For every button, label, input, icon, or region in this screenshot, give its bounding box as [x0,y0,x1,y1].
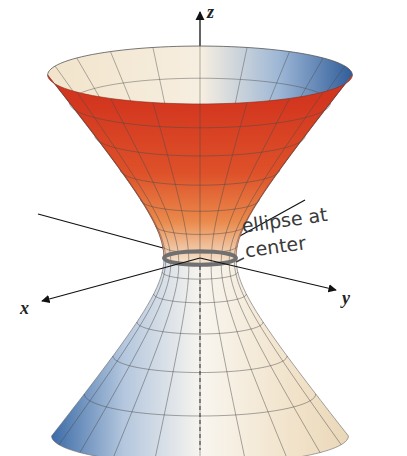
grid-line [110,98,178,263]
lower-surface [52,258,349,456]
grid-line [55,84,166,260]
grid-line [229,262,320,453]
axis-label: z [207,2,214,23]
grid-line [200,104,201,265]
axis-label: y [342,288,350,309]
grid-line [211,265,246,456]
y-axis [200,258,336,290]
grid-line [59,260,166,445]
grid-line [113,264,179,456]
grid-line [221,264,287,456]
handwritten-note: ellipse at center [240,197,371,264]
grid-line [153,103,189,265]
hidden-axis [200,266,201,450]
leader-line [236,258,244,262]
front-axes [42,251,336,450]
rim [48,46,353,75]
grid-line [80,262,171,453]
axis-label: x [20,298,29,319]
x-axis [42,258,200,301]
grid-line [211,103,247,265]
grid-line [154,265,189,456]
lower-surface [52,258,349,456]
grid-line [200,265,201,456]
grid-line [77,92,171,262]
